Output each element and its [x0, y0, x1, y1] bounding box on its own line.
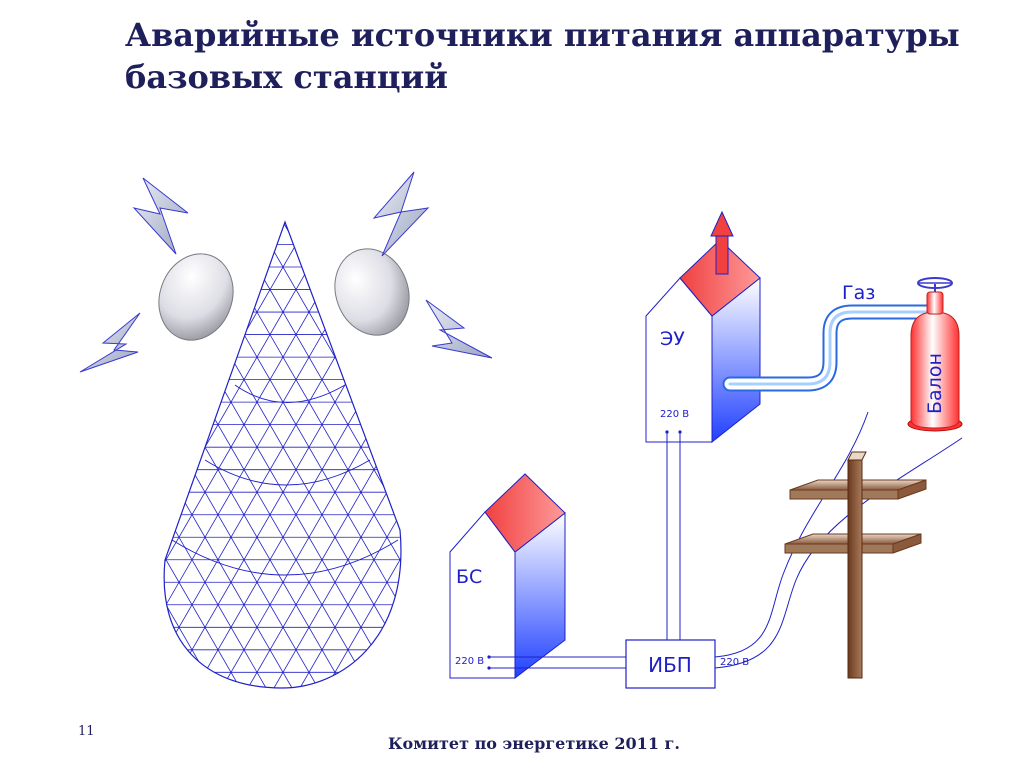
dish-antenna-right-icon — [334, 248, 410, 336]
wiring — [489, 411, 963, 669]
ups-label: ИБП — [648, 653, 692, 677]
gas-pipe — [722, 304, 943, 392]
cylinder-label: Балон — [924, 353, 946, 414]
bs-label: БС — [456, 566, 482, 588]
bs-voltage-label: 220 В — [455, 656, 484, 667]
base-station-building: БС 220 В — [449, 473, 566, 680]
title-line-1: Аварийные источники питания аппаратуры — [125, 16, 960, 54]
slide-title: Аварийные источники питания аппаратуры б… — [125, 14, 985, 98]
ups-box: ИБП 220 В — [625, 639, 749, 689]
page-number: 11 — [78, 724, 95, 739]
eu-voltage-label: 220 В — [660, 409, 689, 420]
title-line-2: базовых станций — [125, 58, 448, 96]
signal-bolt-icon — [79, 312, 141, 373]
signal-bolt-icon — [425, 299, 493, 359]
gas-cylinder-icon: Балон — [907, 277, 963, 432]
power-unit-building: ЭУ 220 В — [645, 210, 761, 444]
dish-antenna-left-icon — [158, 253, 234, 341]
signal-bolt-icon — [372, 171, 430, 257]
ups-voltage-label: 220 В — [720, 657, 749, 668]
power-pole-icon — [784, 451, 927, 679]
signal-bolt-icon — [132, 177, 189, 255]
gas-label: Газ — [842, 282, 875, 304]
footer-text: Комитет по энергетике 2011 г. — [388, 734, 680, 753]
chimney-icon — [710, 210, 734, 275]
eu-label: ЭУ — [660, 328, 685, 350]
